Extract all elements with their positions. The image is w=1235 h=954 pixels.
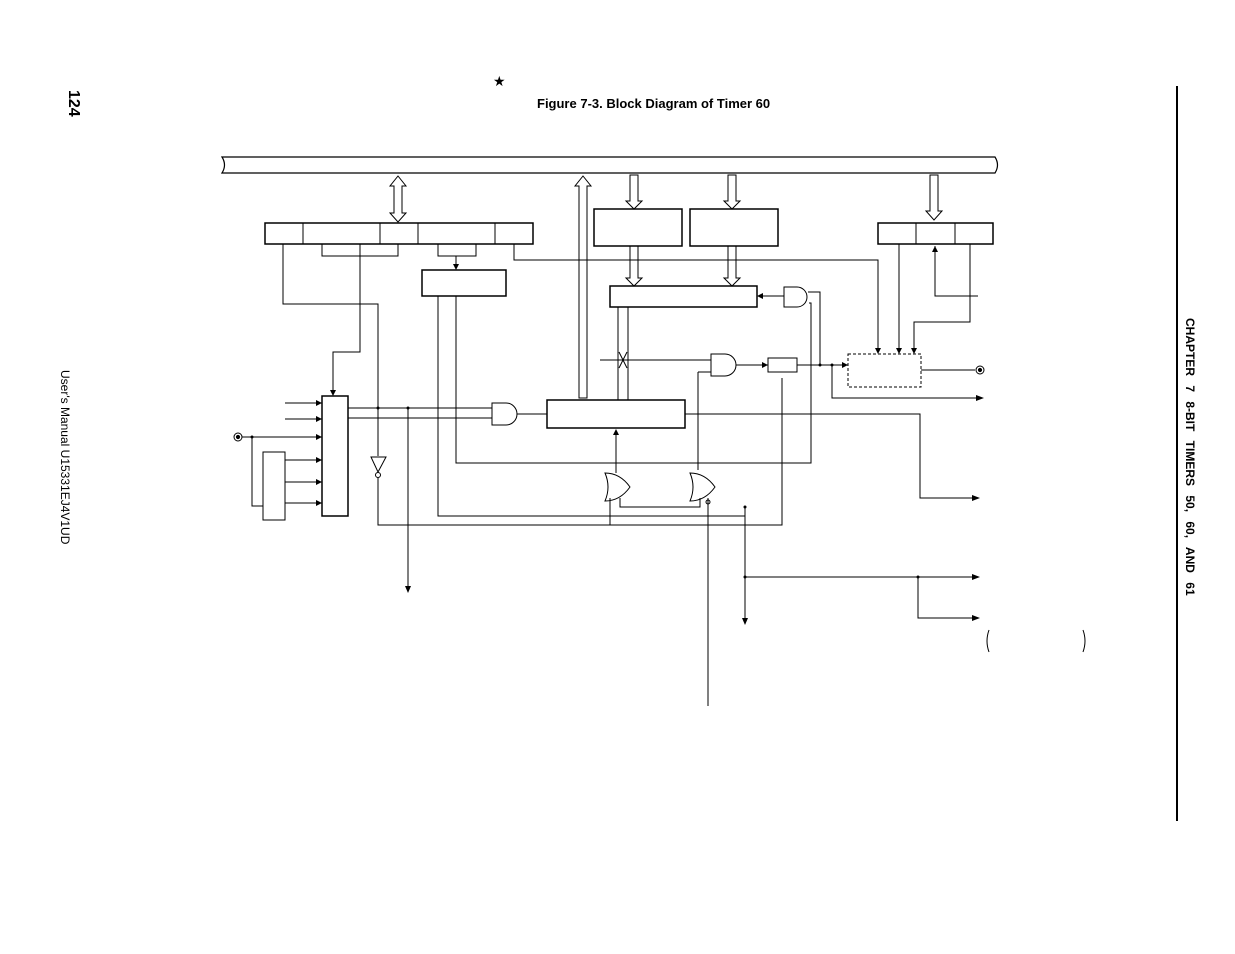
- bus-arrow-up: [573, 175, 593, 399]
- revision-star-icon: ★: [493, 73, 506, 89]
- prescaler: [262, 451, 286, 521]
- or-gates-common-input: [619, 498, 701, 508]
- mode-to-output-line: [513, 244, 879, 352]
- compare-to-comparator-arrow-2: [722, 245, 742, 287]
- figure-title: Figure 7-3. Block Diagram of Timer 60: [537, 96, 771, 111]
- count-and-gate: [491, 402, 518, 426]
- selector-arrow-icon: [453, 264, 459, 270]
- bus-arrow-bidirectional: [388, 175, 408, 223]
- pin-to-prescaler-line: [251, 437, 263, 507]
- mux-input-lines: [285, 402, 322, 504]
- comparator: [609, 285, 758, 308]
- match-and-input-line: [697, 371, 711, 470]
- or-gate-2: [689, 472, 716, 502]
- margin-rule: [1176, 86, 1178, 821]
- ocr-line-2: [913, 244, 971, 352]
- output-controller: [847, 353, 922, 388]
- interrupt-out-line: [831, 365, 980, 399]
- internal-bus: [220, 156, 999, 174]
- clear-input-bubble: [705, 499, 711, 505]
- output-pin-icon: [975, 365, 985, 375]
- comparator-counter-bus: [617, 307, 629, 400]
- compare-register-1: [593, 208, 683, 247]
- bus-arrow-down-3: [924, 174, 944, 221]
- comparator-and-gate: [783, 286, 808, 308]
- output-line-2: [917, 577, 975, 619]
- selector-out-line-1: [437, 296, 745, 517]
- ocr-line-3: [934, 246, 978, 297]
- bus-arrow-down-2: [722, 174, 742, 210]
- match-and-gate: [710, 353, 737, 377]
- compare-register-2: [689, 208, 779, 247]
- mode-to-inverter-line: [282, 244, 379, 456]
- note-bracket-left: [986, 629, 990, 653]
- mode-to-mux-line: [332, 244, 361, 394]
- mode-register: [264, 222, 534, 257]
- flip-flop: [767, 357, 798, 373]
- selector-out-line-2: [455, 296, 812, 464]
- input-pin-icon: [233, 432, 243, 442]
- counter: [546, 399, 686, 429]
- clock-selector-mux: [321, 395, 349, 517]
- note-bracket-right: [1082, 629, 1086, 653]
- counter-out-line: [685, 413, 975, 499]
- feedback-line: [808, 291, 821, 365]
- or-gate-1: [604, 472, 631, 502]
- output-control-register: [877, 222, 994, 245]
- selector-block: [421, 269, 507, 297]
- compare-to-comparator-arrow-1: [624, 245, 644, 287]
- inverter-output-line: [377, 378, 783, 526]
- inverter-gate: [370, 456, 387, 478]
- bus-arrow-down-1: [624, 174, 644, 210]
